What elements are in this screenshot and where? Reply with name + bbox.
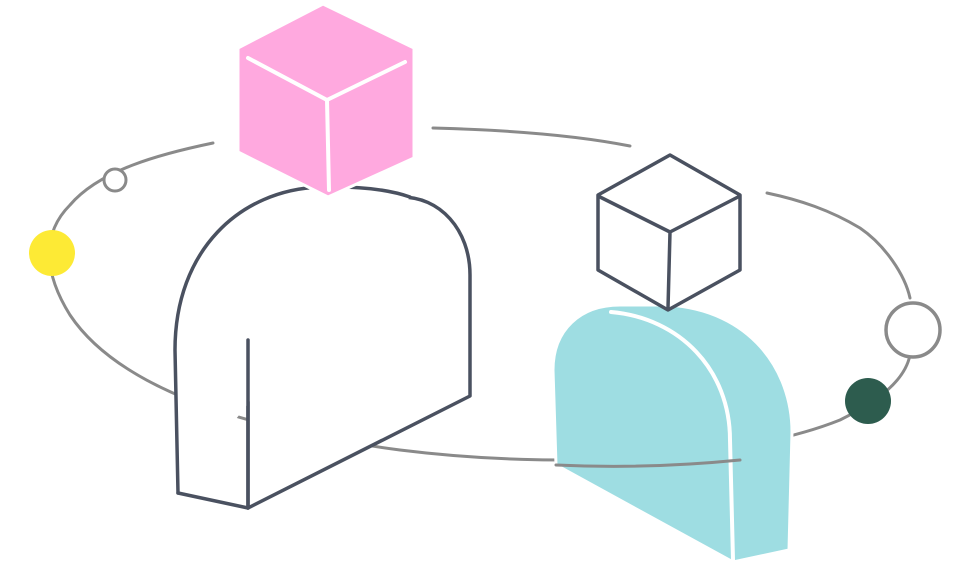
small-hollow-planet bbox=[102, 167, 128, 193]
orbit-front-segment bbox=[554, 458, 742, 468]
large-hollow-planet bbox=[884, 301, 942, 359]
outline-cube-head bbox=[596, 153, 742, 312]
pink-cube-head bbox=[236, 2, 416, 199]
yellow-planet bbox=[29, 230, 75, 276]
left-figure-body bbox=[173, 185, 472, 510]
dark-green-planet bbox=[845, 378, 891, 424]
right-figure-body bbox=[551, 303, 794, 564]
